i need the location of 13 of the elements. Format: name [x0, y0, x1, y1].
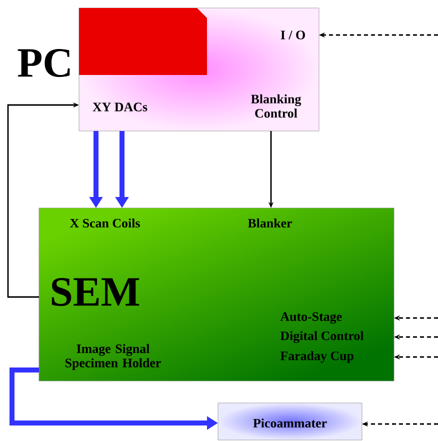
- port-label: Auto-Stage: [280, 312, 342, 324]
- component-label: Blanking Control: [251, 94, 302, 118]
- box-label: Picoammater: [253, 418, 327, 428]
- port-label: Digital Control: [280, 331, 364, 343]
- component-label: XY DACs: [92, 102, 148, 112]
- panel-box: [79, 8, 207, 75]
- port-label: I / O: [280, 30, 305, 40]
- component-label: Blanker: [248, 218, 292, 228]
- component-label: Image Signal Specimen Holder: [65, 344, 161, 370]
- box-heading: SEM: [52, 278, 140, 306]
- port-label: Faraday Cup: [280, 351, 354, 363]
- box-heading: PC: [18, 48, 70, 78]
- component-label: X Scan Coils: [70, 218, 140, 228]
